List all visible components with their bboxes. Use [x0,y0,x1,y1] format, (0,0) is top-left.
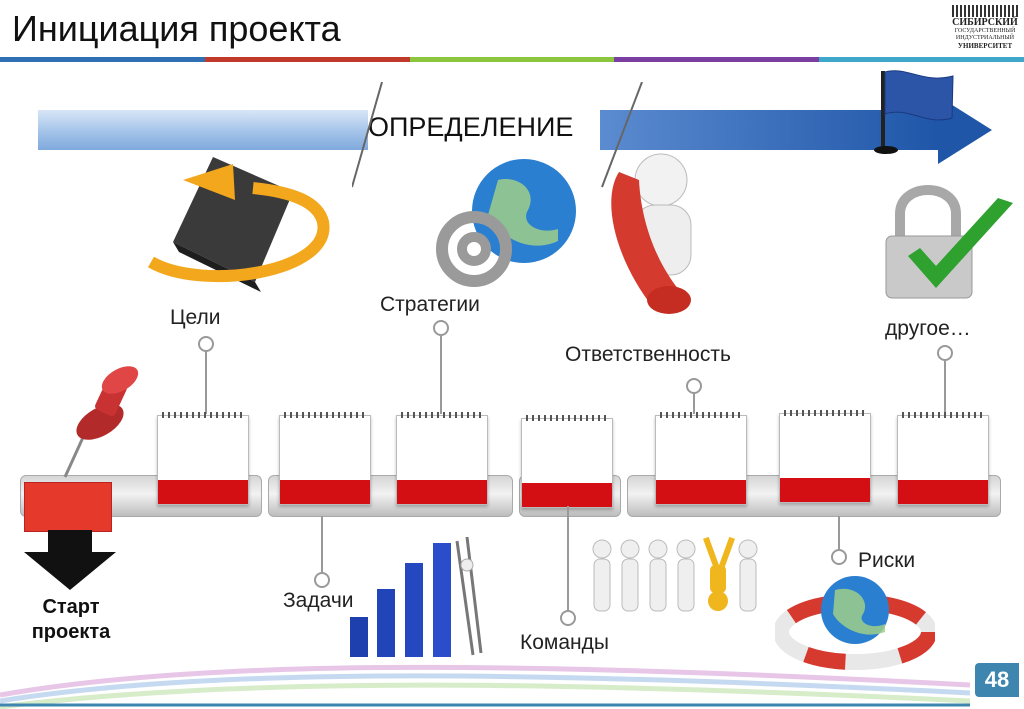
university-logo: СИБИРСКИЙ ГОСУДАРСТВЕННЫЙ ИНДУСТРИАЛЬНЫЙ… [950,5,1020,50]
calendar-page-icon [279,412,371,505]
connector-ring [314,572,330,588]
connector-ring [831,549,847,565]
page-number: 48 [975,663,1019,697]
calendar-page-icon [897,412,989,505]
calendar-page-icon [396,412,488,505]
connector-ring [560,610,576,626]
other-label: другое… [885,317,971,340]
connector-line [838,516,840,549]
globe-lifebuoy-icon [775,576,935,670]
risks-label: Риски [858,549,916,572]
strategies-label: Стратегии [380,293,480,316]
definition-label: ОПРЕДЕЛЕНИЕ [368,112,574,142]
footer-swoosh [0,664,971,709]
logo-line-4: УНИВЕРСИТЕТ [957,42,1013,50]
definition-band-left [38,110,368,150]
bar-chart-ladder-icon [350,536,483,657]
logo-building-icon [952,5,1018,17]
connector-ring [433,320,449,336]
calendar-page-icon [521,415,613,508]
cube-arrow-icon [148,157,330,292]
connector-line [944,361,946,414]
connector-line [567,506,569,610]
connector-line [205,352,207,414]
start-label-line-1: Старт [42,596,100,618]
connector-ring [686,378,702,394]
header-stripe [0,57,1024,62]
start-label: Старт проекта [24,595,118,645]
pushpin-icon [63,366,139,478]
connector-ring [198,336,214,352]
goals-label: Цели [170,306,221,329]
connector-line [440,336,442,414]
calendar-page-icon [655,412,747,505]
decor-slashes [352,82,643,188]
start-label-line-2: проекта [31,621,111,643]
down-arrow-icon [24,530,116,590]
calendar-page-icon [157,412,249,505]
connector-line [321,516,323,572]
logo-line-2: ГОСУДАРСТВЕННЫЙ [954,28,1016,34]
logo-line-3: ИНДУСТРИАЛЬНЫЙ [955,35,1015,41]
connector-line [693,394,695,414]
connector-ring [937,345,953,361]
tasks-label: Задачи [283,589,354,612]
calendar-page-icon [779,410,871,503]
teams-label: Команды [520,631,609,654]
page-title: Инициация проекта [12,8,341,49]
telephone-figure-icon [611,153,692,314]
padlock-check-icon [885,185,1013,299]
start-marker [24,482,112,532]
logo-line-1: СИБИРСКИЙ [952,17,1018,28]
flag-icon [874,70,954,154]
people-group-icon [592,536,758,612]
globe-at-icon [436,159,576,287]
responsibility-label: Ответственность [565,343,731,366]
